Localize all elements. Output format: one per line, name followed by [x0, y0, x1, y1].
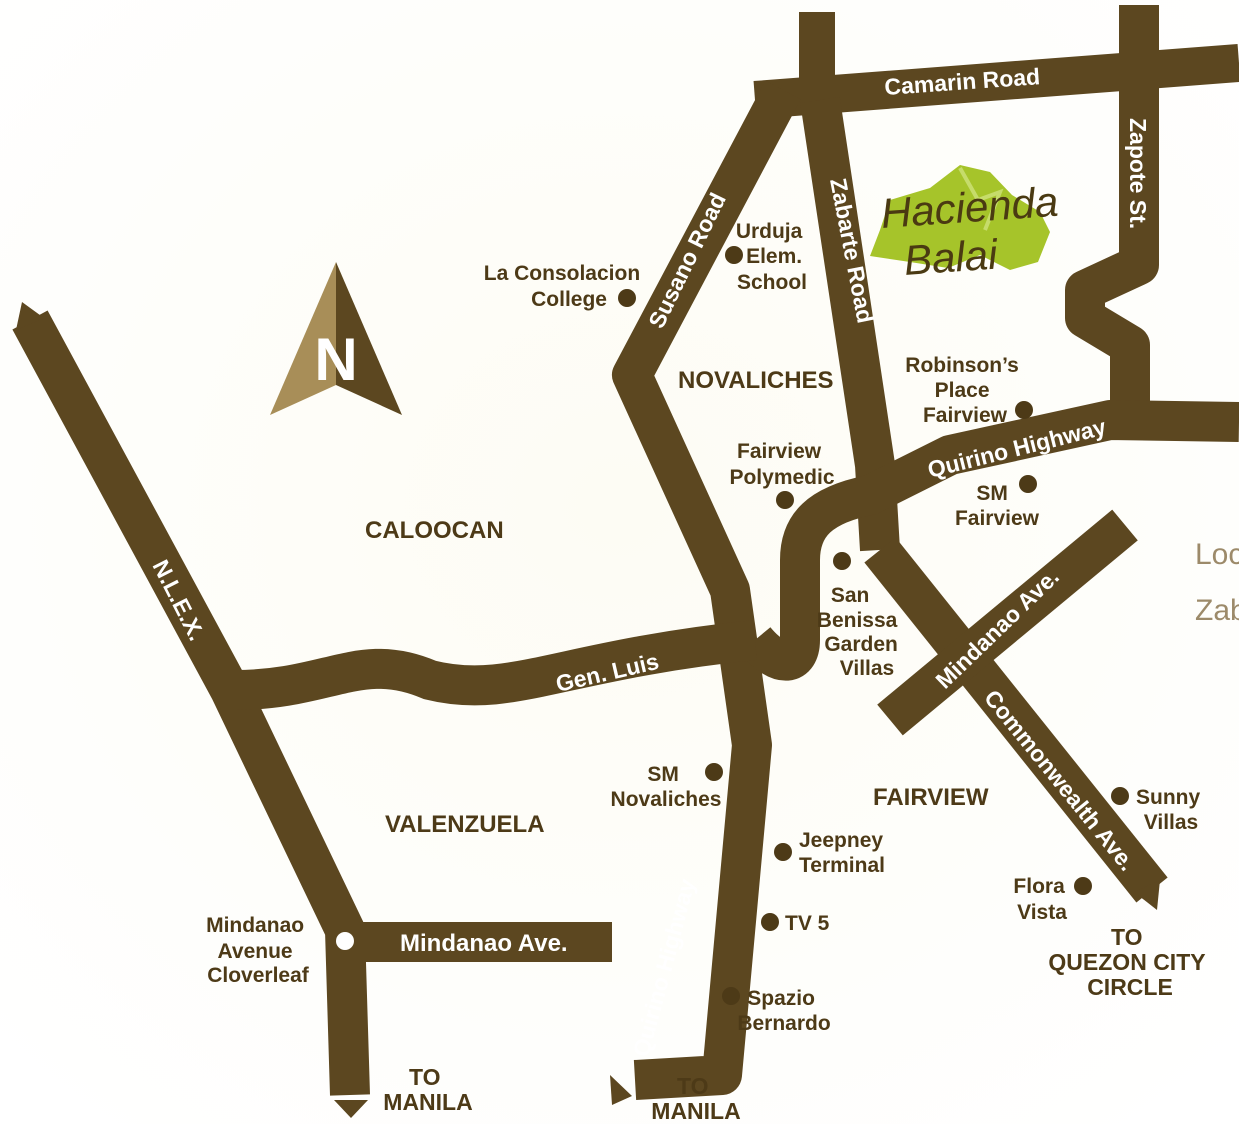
poi-markers — [618, 246, 1129, 1005]
marker-la-consolacion — [618, 289, 636, 307]
area-valenzuela: VALENZUELA — [385, 811, 545, 838]
nlex-south-arrow — [334, 1100, 368, 1118]
poi-fairview-polymedic: Fairview Polymedic — [729, 440, 834, 489]
compass-dark-half — [336, 262, 402, 415]
poi-spazio: Spazio Bernardo — [737, 987, 830, 1035]
destination-to-manila-left: TO MANILA — [383, 1064, 472, 1115]
poi-mindanao-cloverleaf: Mindanao Avenue Cloverleaf — [206, 914, 310, 987]
marker-jeepney — [774, 843, 792, 861]
marker-urduja — [725, 246, 743, 264]
poi-robinsons: Robinson’s Place Fairview — [905, 354, 1024, 427]
destination-to-manila-right: TO MANILA — [651, 1073, 740, 1124]
commonwealth-arrow — [1134, 880, 1160, 910]
hacienda-balai-property — [870, 165, 1050, 270]
marker-robinsons — [1015, 401, 1033, 419]
destination-to-qc-circle: TO QUEZON CITY CIRCLE — [1048, 924, 1211, 1000]
road-network — [12, 5, 1239, 1100]
commonwealth-avenue — [864, 537, 1168, 903]
susano-road — [612, 80, 801, 1100]
nlex-north-arrow — [16, 302, 44, 330]
area-fairview: FAIRVIEW — [873, 784, 989, 811]
zabarte-road — [800, 97, 900, 552]
marker-flora-vista — [1074, 877, 1092, 895]
marker-spazio — [722, 987, 740, 1005]
mindanao-avenue-west-label: Mindanao Ave. — [400, 930, 568, 957]
marker-sm-novaliches — [705, 763, 723, 781]
marker-fairview-polymedic — [776, 491, 794, 509]
poi-flora-vista: Flora Vista — [1013, 875, 1070, 924]
zapote-street — [1065, 5, 1159, 420]
brand-line-2: Balai — [902, 230, 1000, 284]
mindanao-avenue-east — [877, 509, 1138, 736]
side-text-line-2: Zab — [1195, 594, 1239, 627]
side-text-line-1: Loc — [1195, 538, 1239, 571]
poi-sunny-villas: Sunny Villas — [1136, 786, 1206, 834]
poi-tv5: TV 5 — [785, 912, 830, 935]
poi-sm-fairview: SM Fairview — [955, 482, 1040, 530]
area-caloocan: CALOOCAN — [365, 517, 504, 544]
poi-san-benissa: San Benissa Garden Villas — [817, 584, 904, 680]
compass-north-label: N — [314, 326, 357, 393]
gen-luis-road — [234, 620, 758, 710]
zapote-street-label: Zapote St. — [1125, 118, 1151, 229]
nlex — [12, 310, 370, 1096]
poi-urduja: Urduja Elem. School — [736, 220, 808, 294]
compass: N — [270, 262, 402, 415]
quirino-south-arrow — [610, 1075, 632, 1105]
poi-sm-novaliches: SM Novaliches — [611, 763, 722, 811]
poi-jeepney: Jeepney Terminal — [799, 829, 889, 877]
quirino-highway-north — [739, 400, 1239, 681]
poi-la-consolacion: La Consolacion College — [484, 262, 646, 311]
area-novaliches: NOVALICHES — [678, 367, 834, 394]
compass-light-half — [270, 262, 336, 415]
marker-tv5 — [761, 913, 779, 931]
cloverleaf-marker — [336, 932, 354, 950]
marker-san-benissa — [833, 552, 851, 570]
marker-sm-fairview — [1019, 475, 1037, 493]
marker-sunny-villas — [1111, 787, 1129, 805]
road-arrows — [16, 302, 1160, 1118]
